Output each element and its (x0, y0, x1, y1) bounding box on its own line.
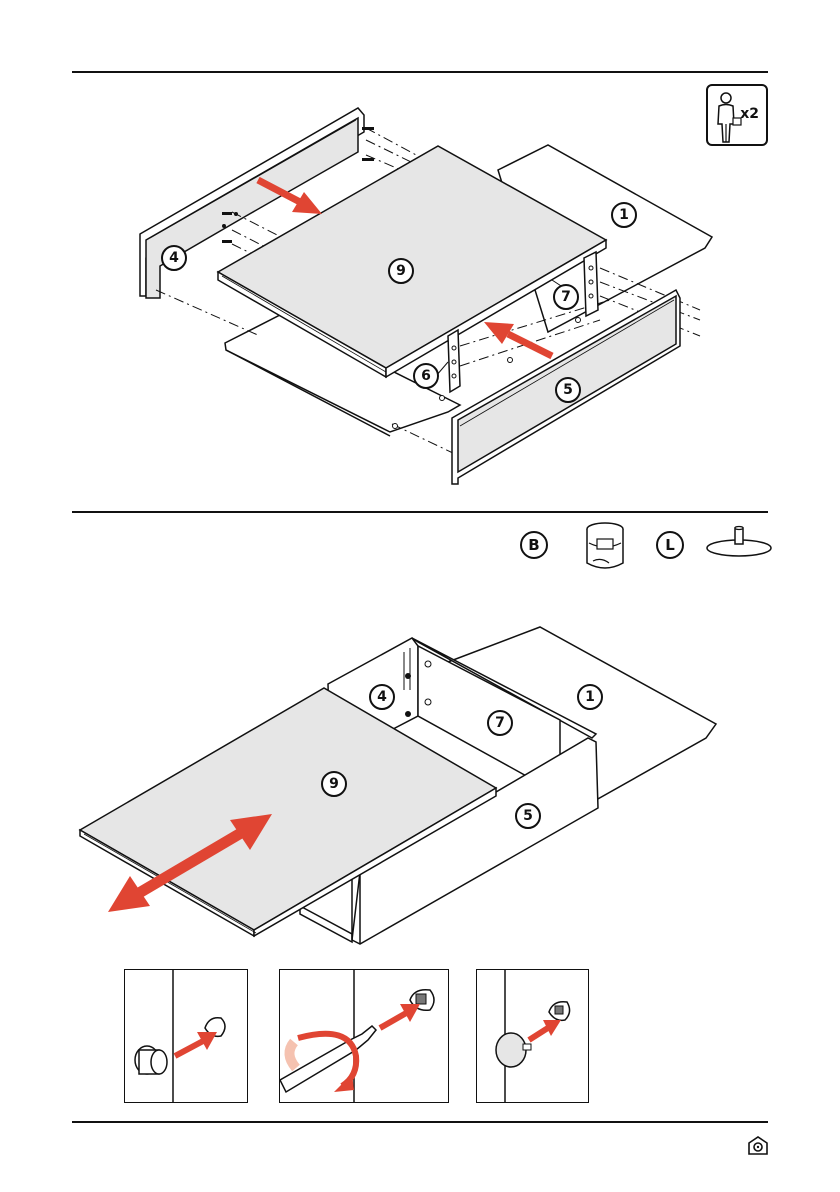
detail-cover-cap (476, 969, 589, 1103)
label-panel-9-step2: 9 (321, 771, 347, 797)
label-panel-5-step2: 5 (515, 803, 541, 829)
label-panel-1-step2: 1 (577, 684, 603, 710)
label-panel-4-step2: 4 (369, 684, 395, 710)
cover-cap-detail (477, 970, 588, 1102)
detail-insert-cam (124, 969, 248, 1103)
screwdriver-turn-detail (280, 970, 448, 1102)
cam-insert-detail (125, 970, 247, 1102)
brand-logo-icon (746, 1134, 770, 1158)
detail-turn-cam (279, 969, 449, 1103)
label-panel-7-step2: 7 (487, 710, 513, 736)
